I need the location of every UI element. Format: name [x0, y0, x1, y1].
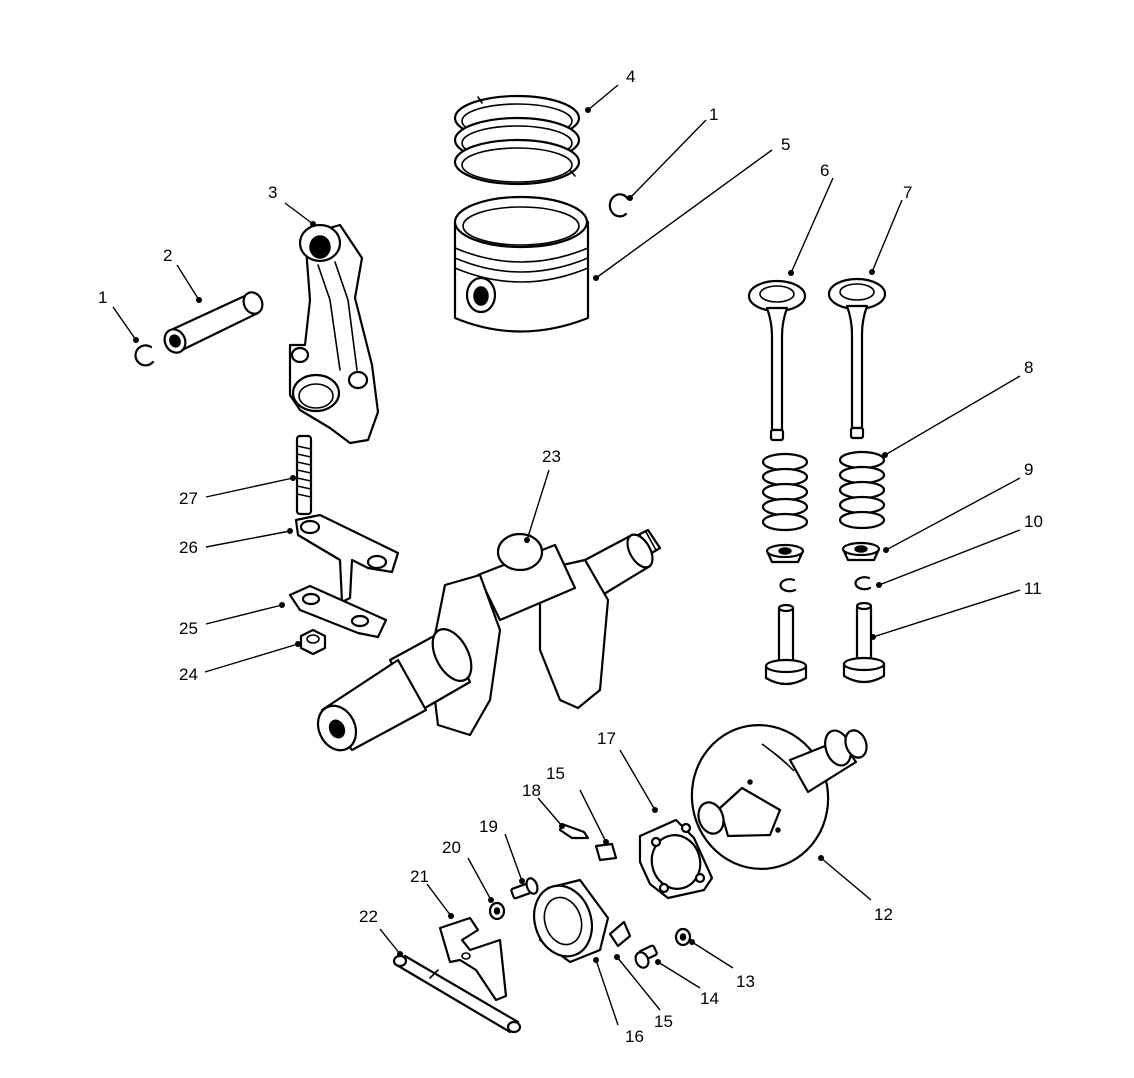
callout-23: 23 [542, 447, 561, 466]
governor-arm [438, 916, 508, 1002]
nut [299, 628, 327, 656]
valve-spring-intake [761, 452, 809, 532]
leader-lines [112, 84, 1021, 1026]
piston-rings [453, 94, 581, 186]
callout-5: 5 [781, 135, 790, 154]
retainer-clip-exhaust [854, 576, 872, 591]
retainer-clip-intake [779, 578, 797, 593]
callout-22: 22 [359, 907, 378, 926]
callout-4: 4 [626, 67, 635, 86]
valve-exhaust [827, 277, 887, 440]
piston-pin [163, 291, 264, 354]
callout-20: 20 [442, 838, 461, 857]
bolt-19 [510, 877, 539, 900]
callout-9: 9 [1024, 460, 1033, 479]
callout-3: 3 [268, 183, 277, 202]
callout-7: 7 [903, 183, 912, 202]
valve-spring-exhaust [838, 450, 886, 530]
crankshaft [316, 528, 662, 752]
bolt-14 [634, 944, 658, 969]
callout-15-upper: 15 [546, 764, 565, 783]
washer-13 [674, 927, 692, 947]
callout-18: 18 [522, 781, 541, 800]
callout-13: 13 [736, 972, 755, 991]
callout-10: 10 [1024, 512, 1043, 531]
circlip-left [134, 344, 155, 367]
callout-1-right: 1 [709, 105, 718, 124]
callout-15-lower: 15 [654, 1012, 673, 1031]
oil-seal-housing [533, 878, 610, 964]
callout-2: 2 [163, 246, 172, 265]
camshaft-gear [690, 724, 868, 870]
callout-24: 24 [179, 665, 198, 684]
callout-25: 25 [179, 619, 198, 638]
callout-12: 12 [874, 905, 893, 924]
callout-21: 21 [410, 867, 429, 886]
lock-tab-lower [608, 920, 632, 948]
callout-6: 6 [820, 161, 829, 180]
callout-26: 26 [179, 538, 198, 557]
callout-11: 11 [1024, 579, 1042, 598]
valve-intake [747, 279, 807, 442]
lock-plate [288, 584, 388, 639]
callout-19: 19 [479, 817, 498, 836]
washer-20 [488, 901, 506, 921]
callout-14: 14 [700, 989, 719, 1008]
callout-labels: 4 1 5 3 2 1 6 7 8 9 10 11 12 13 14 15 15… [98, 67, 1043, 1046]
governor-shaft [392, 954, 522, 1034]
connecting-rod [288, 223, 380, 445]
stud [295, 434, 313, 516]
piston [453, 195, 590, 333]
callout-27: 27 [179, 489, 198, 508]
callout-1-left: 1 [98, 288, 107, 307]
lock-tab-upper [594, 842, 618, 862]
callout-8: 8 [1024, 358, 1033, 377]
circlip-right [608, 193, 630, 218]
tappet-intake [764, 603, 808, 686]
callout-16: 16 [625, 1027, 644, 1046]
spring-retainer-exhaust [841, 541, 881, 562]
gasket [638, 818, 714, 900]
tappet-exhaust [842, 601, 886, 684]
spring-retainer-intake [765, 543, 805, 564]
oil-dipper-plate [294, 513, 400, 604]
callout-17: 17 [597, 729, 616, 748]
woodruff-key [558, 822, 590, 840]
